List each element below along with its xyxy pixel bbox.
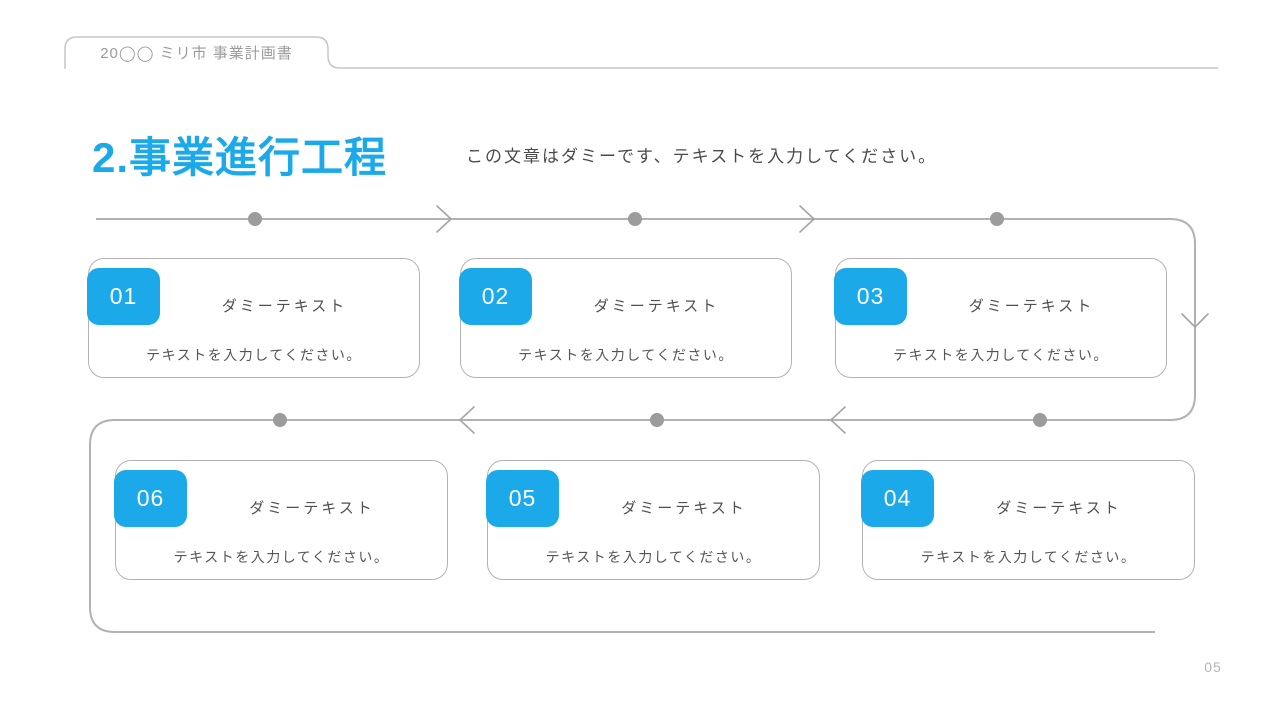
document-label: 20◯◯ ミリ市 事業計画書 — [100, 45, 293, 62]
step-number-badge: 02 — [459, 268, 532, 325]
step-body: テキストを入力してください。 — [545, 549, 762, 565]
step-dot — [273, 413, 287, 427]
page-title: 2.事業進行工程 — [92, 134, 388, 181]
step-number-badge: 04 — [861, 470, 934, 527]
step-number-badge: 01 — [87, 268, 160, 325]
step-body: テキストを入力してください。 — [920, 549, 1137, 565]
step-card-02: 02 ダミーテキスト テキストを入力してください。 — [459, 258, 792, 378]
step-title: ダミーテキスト — [221, 297, 348, 315]
step-body: テキストを入力してください。 — [893, 347, 1109, 363]
page-subtitle: この文章はダミーです、テキストを入力してください。 — [466, 147, 938, 166]
step-dot — [628, 212, 642, 226]
step-dot — [248, 212, 262, 226]
step-card-05: 05 ダミーテキスト テキストを入力してください。 — [486, 460, 820, 580]
step-card-01: 01 ダミーテキスト テキストを入力してください。 — [87, 258, 420, 378]
step-card-03: 03 ダミーテキスト テキストを入力してください。 — [834, 258, 1167, 378]
step-title: ダミーテキスト — [996, 499, 1122, 517]
step-dot — [1033, 413, 1047, 427]
step-number-badge: 05 — [486, 470, 559, 527]
page-number: 05 — [1204, 659, 1222, 675]
step-title: ダミーテキスト — [249, 499, 375, 517]
arrow-right-icon — [799, 205, 815, 233]
arrow-left-icon — [830, 406, 846, 434]
step-body: テキストを入力してください。 — [146, 347, 362, 363]
step-title: ダミーテキスト — [593, 297, 720, 315]
step-number-badge: 03 — [834, 268, 907, 325]
arrow-right-icon — [436, 205, 452, 233]
step-card-06: 06 ダミーテキスト テキストを入力してください。 — [114, 460, 448, 580]
step-dot — [650, 413, 664, 427]
step-card-04: 04 ダミーテキスト テキストを入力してください。 — [861, 460, 1195, 580]
step-title: ダミーテキスト — [968, 297, 1095, 315]
step-title: ダミーテキスト — [621, 499, 747, 517]
step-body: テキストを入力してください。 — [518, 347, 734, 363]
step-body: テキストを入力してください。 — [173, 549, 390, 565]
arrow-left-icon — [459, 406, 475, 434]
step-dot — [990, 212, 1004, 226]
step-number-badge: 06 — [114, 470, 187, 527]
arrow-down-icon — [1181, 313, 1209, 328]
